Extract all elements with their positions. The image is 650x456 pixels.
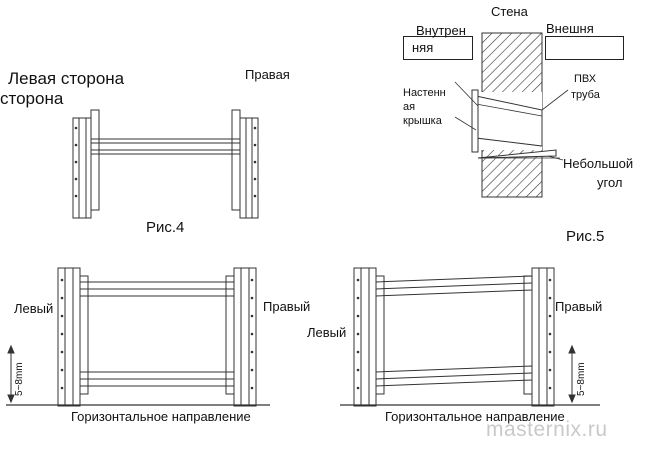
top-bracket-view [72,109,259,219]
left-side-label-2: сторона [0,89,64,108]
outside-box [545,36,624,60]
frame-left-hole [250,278,254,282]
wall-cap-label-3: крышка [403,115,442,127]
frame-right-hole [356,296,360,300]
gap-dimension-left [7,344,15,404]
frame-left-hole [60,296,64,300]
frame-left-right-post [233,267,257,407]
bottom-left-gap-label: 5~8mm [14,362,25,396]
frame-left-hole [250,386,254,390]
frame-left-hole [60,386,64,390]
frame-right-hole [356,278,360,282]
frame-right-hole [356,368,360,372]
frames-group [57,267,555,407]
gap-dimension-right [568,344,576,404]
pvc-label-1: ПВХ [574,73,597,85]
frame-left-hole [60,368,64,372]
frame-right-hole [548,350,552,354]
frame-right-inner-right [523,275,533,395]
pvc-label-2: труба [571,89,600,101]
frame-right-left-post [353,267,377,407]
frame-left-hole [250,350,254,354]
frame-right-inner-left [375,275,385,395]
bottom-left-left-label: Левый [14,301,54,316]
bottom-right-left-label: Левый [307,325,347,340]
frame-right-hole [548,332,552,336]
figure-5-caption: Рис.5 [566,228,605,245]
wall-cap-label-2: ая [403,101,416,113]
frame-left-hole [60,314,64,318]
bottom-right-gap-label: 5~8mm [576,362,587,396]
angle-label-2: угол [597,175,623,190]
frame-left-hole [250,368,254,372]
bottom-left-horizontal-label: Горизонтальное направление [71,409,251,424]
angle-label-1: Небольшой [563,156,634,171]
frame-right-hole [356,386,360,390]
wall-section [454,32,569,198]
watermark: masternix.ru [486,418,608,441]
frame-right-top-rail-line [375,282,533,290]
frame-left-hole [250,314,254,318]
frame-right-hole [548,314,552,318]
frame-right-hole [356,314,360,318]
frame-left-hole [60,332,64,336]
frame-right-bottom-rail-line [375,372,533,380]
frame-right-hole [356,350,360,354]
frame-left-hole [250,332,254,336]
wall-cap-label-1: Настенн [403,87,446,99]
bottom-right-right-label: Правый [555,299,603,314]
frame-right-hole [548,368,552,372]
frame-left-inner-left [79,275,89,395]
frame-right-hole [548,386,552,390]
right-side-label: Правая [245,67,290,82]
inside-label-2: няя [412,40,434,55]
frame-right-hole [548,278,552,282]
frame-left-inner-right [225,275,235,395]
outside-label: Внешня [546,21,594,36]
left-side-label: Левая сторона [8,69,125,88]
bottom-left-right-label: Правый [263,299,311,314]
frame-left-hole [60,278,64,282]
frame-right-hole [356,332,360,336]
inside-label-1: Внутрен [416,23,466,38]
wall-label: Стена [491,4,528,19]
frame-left-hole [60,350,64,354]
frame-left-left-post [57,267,81,407]
frame-right-right-post [531,267,555,407]
frame-right-hole [548,296,552,300]
inside-box [403,36,473,60]
bottom-right-horizontal-label: Горизонтальное направление [385,409,565,424]
frame-left-hole [250,296,254,300]
figure-4-caption: Рис.4 [146,219,185,236]
